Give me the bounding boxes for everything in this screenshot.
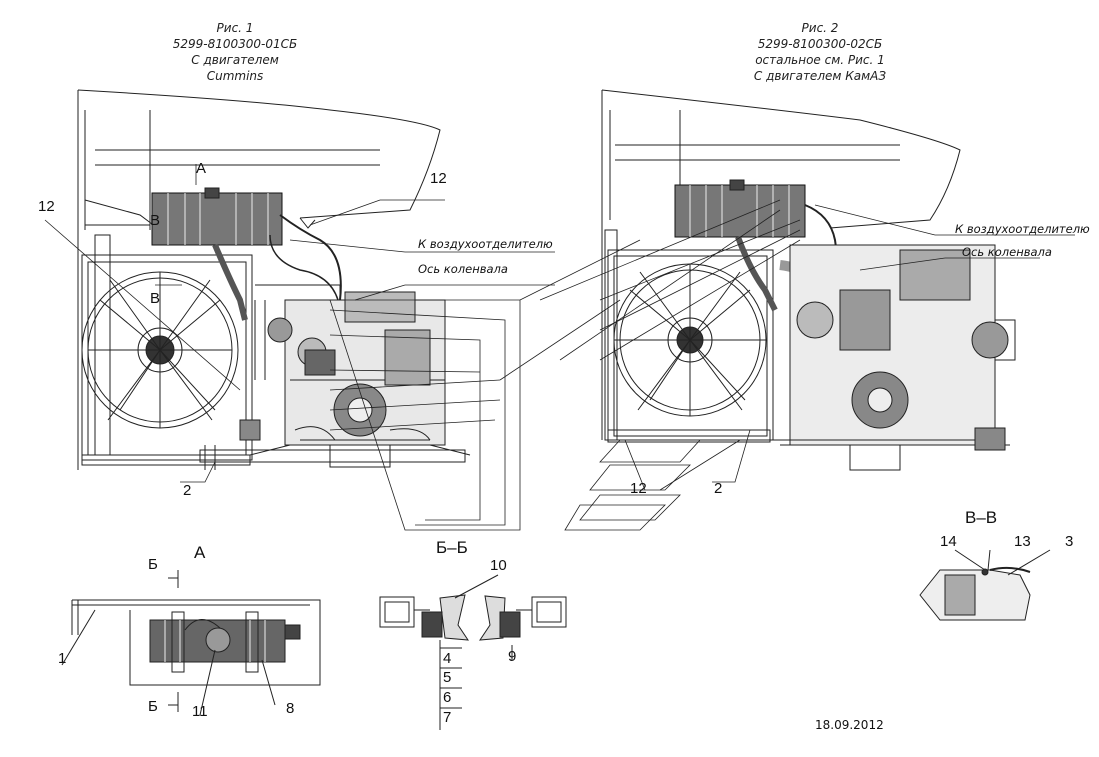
view-a-title: А (194, 543, 206, 562)
fig1-view-b-label: В (150, 290, 161, 307)
section-vv-title: В–В (965, 508, 998, 527)
fig1-fan (81, 271, 239, 429)
view-a-item-8: 8 (286, 700, 295, 717)
section-vv-item-13: 13 (1014, 533, 1031, 550)
section-bb-item-4: 4 (443, 650, 452, 667)
fig1-view-b-label-top: В (150, 212, 161, 229)
fig2-leaders (499, 199, 1075, 531)
section-vv-item-3: 3 (1065, 533, 1074, 550)
fig1-hoses (212, 214, 342, 380)
fig1-caption: Рис. 1 5299-8100300-01СБ С двигателем Cu… (170, 20, 300, 84)
fig1-item-12-right: 12 (430, 170, 447, 187)
fig1-air-separator-label: К воздухоотделителю (418, 237, 553, 251)
fig2-radiator (604, 229, 774, 443)
section-bb-item-10: 10 (490, 557, 507, 574)
view-a-item-11: 11 (192, 703, 208, 720)
fig1-leaders (44, 164, 555, 531)
fig1-item-2: 2 (183, 482, 192, 499)
fig1-engine (249, 291, 471, 468)
fig2-item-12: 12 (630, 480, 647, 497)
section-bb-title: Б–Б (436, 538, 468, 557)
fig2-caption-title: Рис. 2 (801, 21, 839, 35)
section-bb-item-5: 5 (443, 669, 452, 686)
section-vv-item-14: 14 (940, 533, 957, 550)
view-a-item-1: 1 (58, 650, 67, 667)
drawing-date: 18.09.2012 (815, 718, 884, 732)
section-bb-item-6: 6 (443, 689, 452, 706)
fig2-caption: Рис. 2 5299-8100300-02СБ остальное см. Р… (745, 20, 895, 84)
fig2-expansion-tank (674, 179, 806, 238)
fig1-view-a-label: А (196, 160, 207, 177)
fig1-caption-title: Рис. 1 (216, 21, 254, 35)
fig2-caption-engine: С двигателем КамАЗ (753, 69, 887, 83)
section-bb-detail (379, 574, 567, 730)
fig2-cab-frame (601, 89, 961, 440)
section-bb-item-7: 7 (443, 709, 452, 726)
view-a-detail (61, 570, 321, 716)
fig1-subframe (199, 419, 466, 470)
fig2-caption-note: остальное см. Рис. 1 (755, 53, 885, 67)
fig1-expansion-tank (151, 187, 283, 246)
section-vv-detail (919, 549, 1051, 621)
fig2-fan (613, 263, 767, 417)
fig2-air-separator-label: К воздухоотделителю (955, 222, 1090, 236)
view-a-cut-top: Б (148, 556, 158, 573)
fig2-engine (760, 244, 1016, 471)
section-bb-item-9: 9 (508, 648, 517, 665)
fig1-caption-engine: С двигателем Cummins (191, 53, 279, 83)
fig2-crankshaft-label: Ось коленвала (962, 245, 1052, 259)
fig2-item-2: 2 (714, 480, 723, 497)
fig1-caption-code: 5299-8100300-01СБ (172, 37, 298, 51)
view-a-cut-bottom: Б (148, 698, 158, 715)
fig2-caption-code: 5299-8100300-02СБ (757, 37, 883, 51)
fig1-item-12-left: 12 (38, 198, 55, 215)
fig1-crankshaft-label: Ось коленвала (418, 262, 508, 276)
